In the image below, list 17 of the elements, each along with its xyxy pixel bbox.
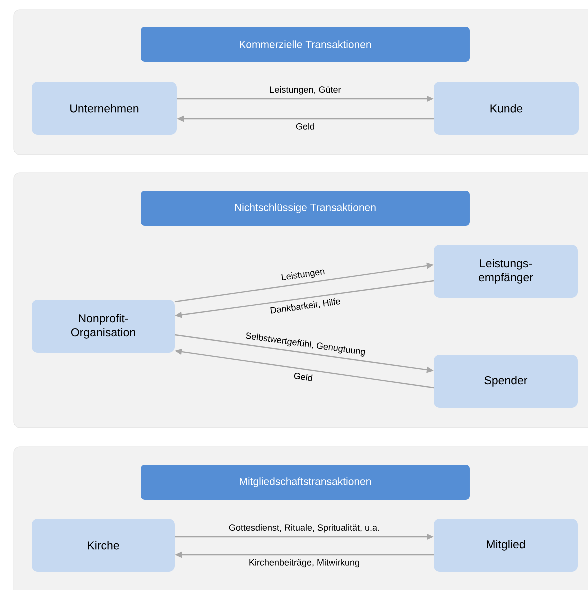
process-box: Unternehmen: [32, 82, 177, 135]
process-box: Leistungs- empfänger: [434, 245, 578, 298]
process-box: Kirche: [32, 519, 175, 572]
edge-label: Kirchenbeiträge, Mitwirkung: [248, 558, 362, 569]
process-box: Spender: [434, 355, 578, 408]
process-box: Nonprofit- Organisation: [32, 300, 175, 353]
heading-banner: Nichtschlüssige Transaktionen: [141, 191, 470, 226]
heading-banner: Kommerzielle Transaktionen: [141, 27, 470, 62]
edge-label: Geld: [295, 122, 316, 131]
edge-label: Dankbarkeit, Hilfe: [268, 296, 342, 316]
edge-label: Geld: [292, 371, 314, 383]
process-box: Kunde: [434, 82, 579, 135]
edge-label: Leistungen: [280, 266, 327, 284]
heading-banner: Mitgliedschaftstransaktionen: [141, 465, 470, 500]
edge-label: Gottesdienst, Rituale, Spritualität, u.a.: [228, 523, 382, 534]
edge-label: Leistungen, Güter: [268, 85, 342, 96]
process-box: Mitglied: [434, 519, 578, 572]
